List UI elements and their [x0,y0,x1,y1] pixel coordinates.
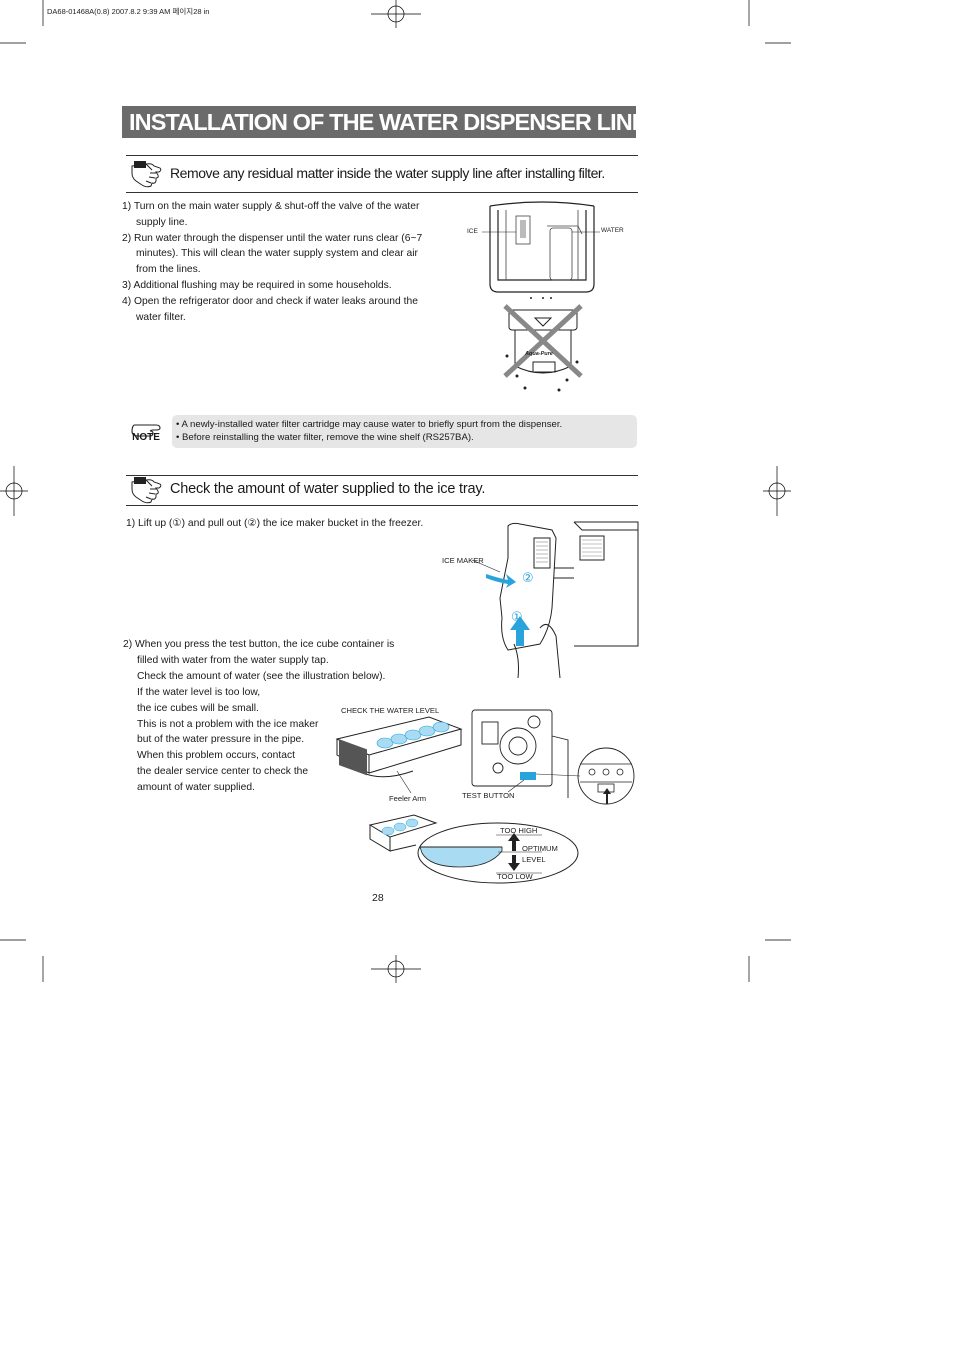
water-level-illustration [368,814,579,884]
pointing-hand-icon [131,477,162,504]
pull-out-step-number: ② [522,570,534,585]
flush-steps-list: 1) Turn on the main water supply & shut-… [122,199,432,325]
water-label: WATER [601,227,624,234]
section-heading-1-text: Remove any residual matter inside the wa… [170,165,605,181]
pointing-hand-icon [131,161,162,188]
section-heading-2: Check the amount of water supplied to th… [126,475,638,506]
note-hand-icon [131,424,161,437]
printer-slug: DA68-01468A(0.8) 2007.8.2 9:39 AM 페이지28 … [47,7,210,16]
step-line: amount of water supplied. [137,782,255,794]
step-line: Check the amount of water (see the illus… [137,670,386,682]
lift-up-step-number: ① [511,609,523,624]
ice-tray-illustration [335,716,463,794]
title-bar: INSTALLATION OF THE WATER DISPENSER LINE [122,106,647,138]
too-low-label: TOO LOW [497,872,533,881]
step-line: When this problem occurs, contact [137,750,295,762]
step-line: the ice cubes will be small. [137,702,259,714]
feeler-arm-label: Feeler Arm [389,794,427,803]
test-button-step: 2) When you press the test button, the i… [123,637,395,796]
ice-maker-label: ICE MAKER [442,556,484,565]
page-number: 28 [372,892,384,904]
lift-up-arrow-icon [510,616,530,646]
too-high-label: TOO HIGH [500,826,538,835]
optimum-label: OPTIMUM [522,844,558,853]
note-line: • Before reinstalling the water filter, … [176,432,474,443]
ice-maker-illustration [471,521,639,679]
filter-leak-illustration [503,297,583,392]
down-arrow-icon [508,855,520,871]
step-line: the dealer service center to check the [137,766,309,778]
note-box: • A newly-installed water filter cartrid… [172,415,637,448]
note-line: • A newly-installed water filter cartrid… [176,419,563,430]
pull-out-arrow-icon [486,574,516,588]
step-line: but of the water pressure in the pipe. [137,734,305,746]
step-line: 2) When you press the test button, the i… [123,639,395,650]
ice-label: ICE [467,228,478,235]
page-title: INSTALLATION OF THE WATER DISPENSER LINE [129,109,647,135]
section-heading-2-text: Check the amount of water supplied to th… [170,481,486,497]
list-item: 4) Open the refrigerator door and check … [122,295,418,323]
list-item: 2) Run water through the dispenser until… [122,232,423,276]
filter-brand-label: Aqua-Pure [525,351,553,357]
section-heading-1: Remove any residual matter inside the wa… [126,155,638,193]
press-arrow-icon [603,788,611,804]
level-label: LEVEL [522,855,546,864]
dispenser-illustration [482,201,600,293]
check-level-label: CHECK THE WATER LEVEL [341,706,440,715]
up-arrow-icon [508,833,520,851]
step-line: filled with water from the water supply … [137,654,329,666]
ice-bucket-step: 1) Lift up (①) and pull out (②) the ice … [126,518,424,529]
note-label: NOTE [132,432,160,443]
control-unit-illustration [471,709,635,805]
step-line: This is not a problem with the ice maker [137,718,319,730]
step-line: If the water level is too low, [137,686,261,698]
list-item: 1) Turn on the main water supply & shut-… [122,201,420,228]
list-item: 3) Additional flushing may be required i… [122,279,392,291]
test-button-label: TEST BUTTON [462,791,515,800]
